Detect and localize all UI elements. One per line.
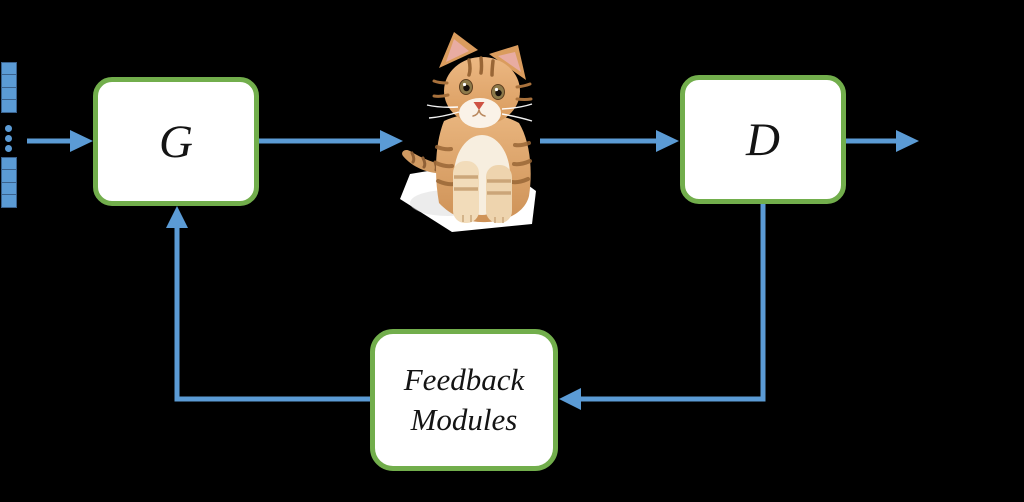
arrow-generator-to-image [259,130,403,152]
latent-vector-bottom-block [1,157,17,209]
kitten-leg-stripes [454,175,511,195]
vector-dot [5,145,12,152]
kitten-eyes [459,79,505,100]
kitten-body-stripes [434,141,532,187]
arrow-image-to-discriminator [540,130,679,152]
kitten-left-ear-inner [446,39,469,62]
kitten-cheek-stripes [432,79,533,101]
kitten-left-leg [453,161,479,223]
latent-vector-top-block [1,62,17,114]
feedback-modules-node: Feedback Modules [370,329,558,471]
discriminator-label: D [746,113,780,166]
feedback-label-line1: Feedback [403,361,525,397]
arrow-discriminator-to-feedback [559,203,766,410]
feedback-label-line2: Modules [410,402,518,437]
kitten-toes [462,215,504,223]
arrow-latent-to-generator [27,130,93,152]
vector-dot [5,125,12,132]
arrow-discriminator-output [846,130,919,152]
kitten-nose [473,102,485,110]
vector-cell [1,194,17,209]
generator-label: G [159,115,193,168]
discriminator-node: D [680,75,846,204]
kitten-right-ear-inner [498,52,521,72]
kitten-image [400,32,536,232]
kitten-whiskers [426,103,533,122]
generator-node: G [93,77,259,206]
arrow-feedback-to-generator [166,206,370,402]
latent-vector-ellipsis [5,125,12,152]
vector-dot [5,135,12,142]
kitten-forehead-stripes [467,56,495,77]
kitten-mouth [472,109,486,117]
vector-cell [1,99,17,114]
